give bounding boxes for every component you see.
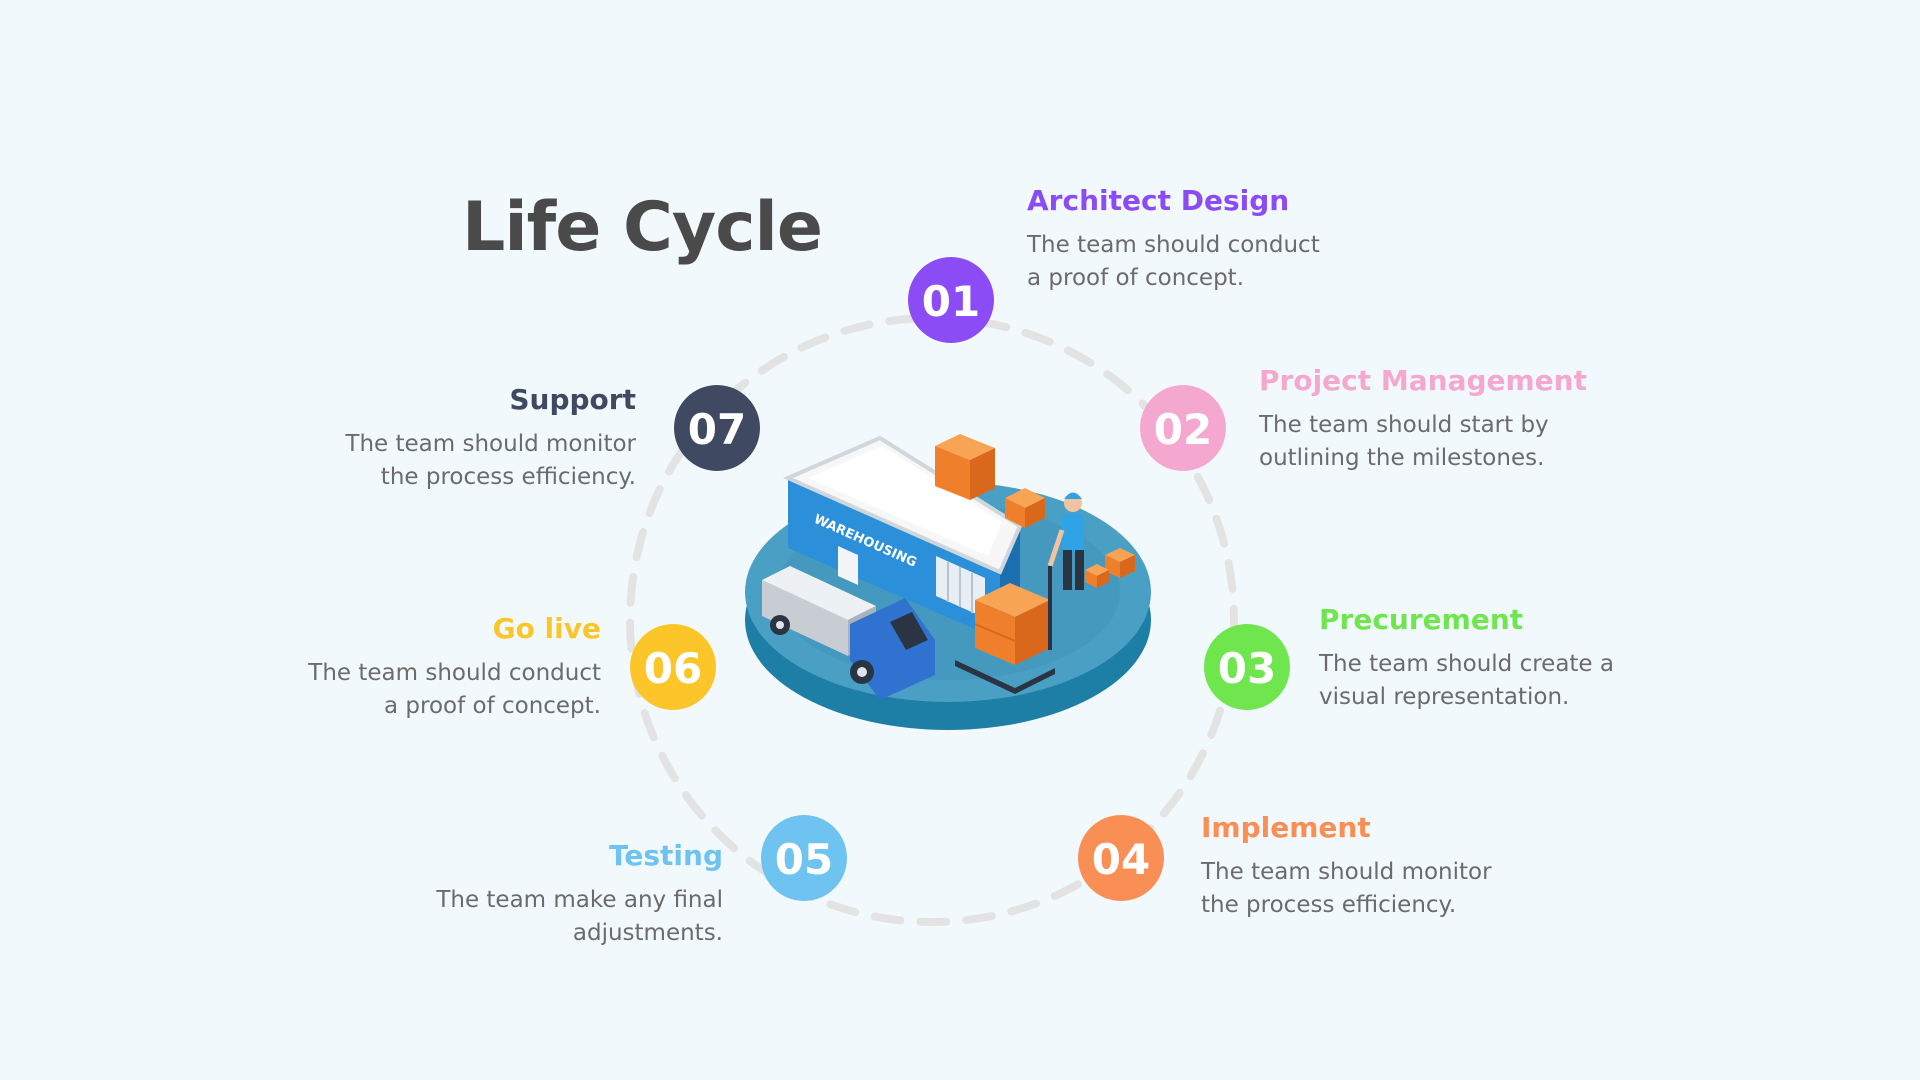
step-badge-02: 02 [1140, 385, 1226, 471]
step-02: Project Management The team should start… [1259, 364, 1679, 475]
step-title: Project Management [1259, 364, 1587, 397]
step-title: Go live [492, 612, 601, 645]
step-title: Support [509, 383, 636, 416]
step-badge-circle [761, 815, 847, 901]
step-description-line: The team make any final [436, 886, 723, 913]
warehouse-illustration: WAREHOUSING [745, 434, 1151, 730]
step-title: Architect Design [1027, 184, 1290, 217]
step-description: The team make any final adjustments. [303, 884, 723, 950]
step-03: Precurement The team should create a vis… [1319, 603, 1739, 714]
step-05: Testing The team make any final adjustme… [303, 839, 723, 950]
step-badge-03: 03 [1204, 624, 1290, 710]
step-description-line: The team should create a [1319, 650, 1614, 677]
step-badge-circle [908, 257, 994, 343]
step-badge-05: 05 [761, 815, 847, 901]
step-description: The team should start by outlining the m… [1259, 409, 1679, 475]
step-description: The team should conduct a proof of conce… [1027, 229, 1447, 295]
step-number: 07 [688, 405, 746, 454]
step-title: Testing [609, 839, 723, 872]
step-description-line: The team should conduct [1027, 231, 1320, 258]
step-number: 04 [1092, 835, 1150, 884]
step-description-line: a proof of concept. [383, 692, 601, 719]
step-badge-circle [1078, 815, 1164, 901]
step-description-line: outlining the milestones. [1259, 444, 1545, 471]
step-badge-circle [674, 385, 760, 471]
step-number: 06 [644, 644, 702, 693]
step-badge-04: 04 [1078, 815, 1164, 901]
step-badge-06: 06 [630, 624, 716, 710]
step-description: The team should monitor the process effi… [1201, 856, 1621, 922]
step-description-line: The team should conduct [308, 659, 601, 686]
step-description: The team should monitor the process effi… [216, 428, 636, 494]
step-description-line: The team should start by [1259, 411, 1549, 438]
step-number: 05 [775, 835, 833, 884]
step-title: Implement [1201, 811, 1371, 844]
step-description: The team should create a visual represen… [1319, 648, 1739, 714]
step-badge-circle [1140, 385, 1226, 471]
page-title: Life Cycle [462, 188, 823, 267]
step-06: Go live The team should conduct a proof … [181, 612, 601, 723]
step-07: Support The team should monitor the proc… [216, 383, 636, 494]
step-description-line: The team should monitor [1201, 858, 1492, 885]
step-number: 02 [1154, 405, 1212, 454]
step-description-line: adjustments. [572, 919, 723, 946]
step-description: The team should conduct a proof of conce… [181, 657, 601, 723]
step-title: Precurement [1319, 603, 1524, 636]
step-number: 03 [1218, 644, 1276, 693]
step-description-line: the process efficiency. [1201, 891, 1457, 918]
step-description-line: visual representation. [1319, 683, 1570, 710]
step-description-line: The team should monitor [345, 430, 636, 457]
step-badge-circle [630, 624, 716, 710]
step-badge-07: 07 [674, 385, 760, 471]
step-number: 01 [922, 277, 980, 326]
step-01: Architect Design The team should conduct… [1027, 184, 1447, 295]
step-04: Implement The team should monitor the pr… [1201, 811, 1621, 922]
step-badge-circle [1204, 624, 1290, 710]
step-description-line: a proof of concept. [1027, 264, 1245, 291]
step-description-line: the process efficiency. [380, 463, 636, 490]
step-badge-01: 01 [908, 257, 994, 343]
